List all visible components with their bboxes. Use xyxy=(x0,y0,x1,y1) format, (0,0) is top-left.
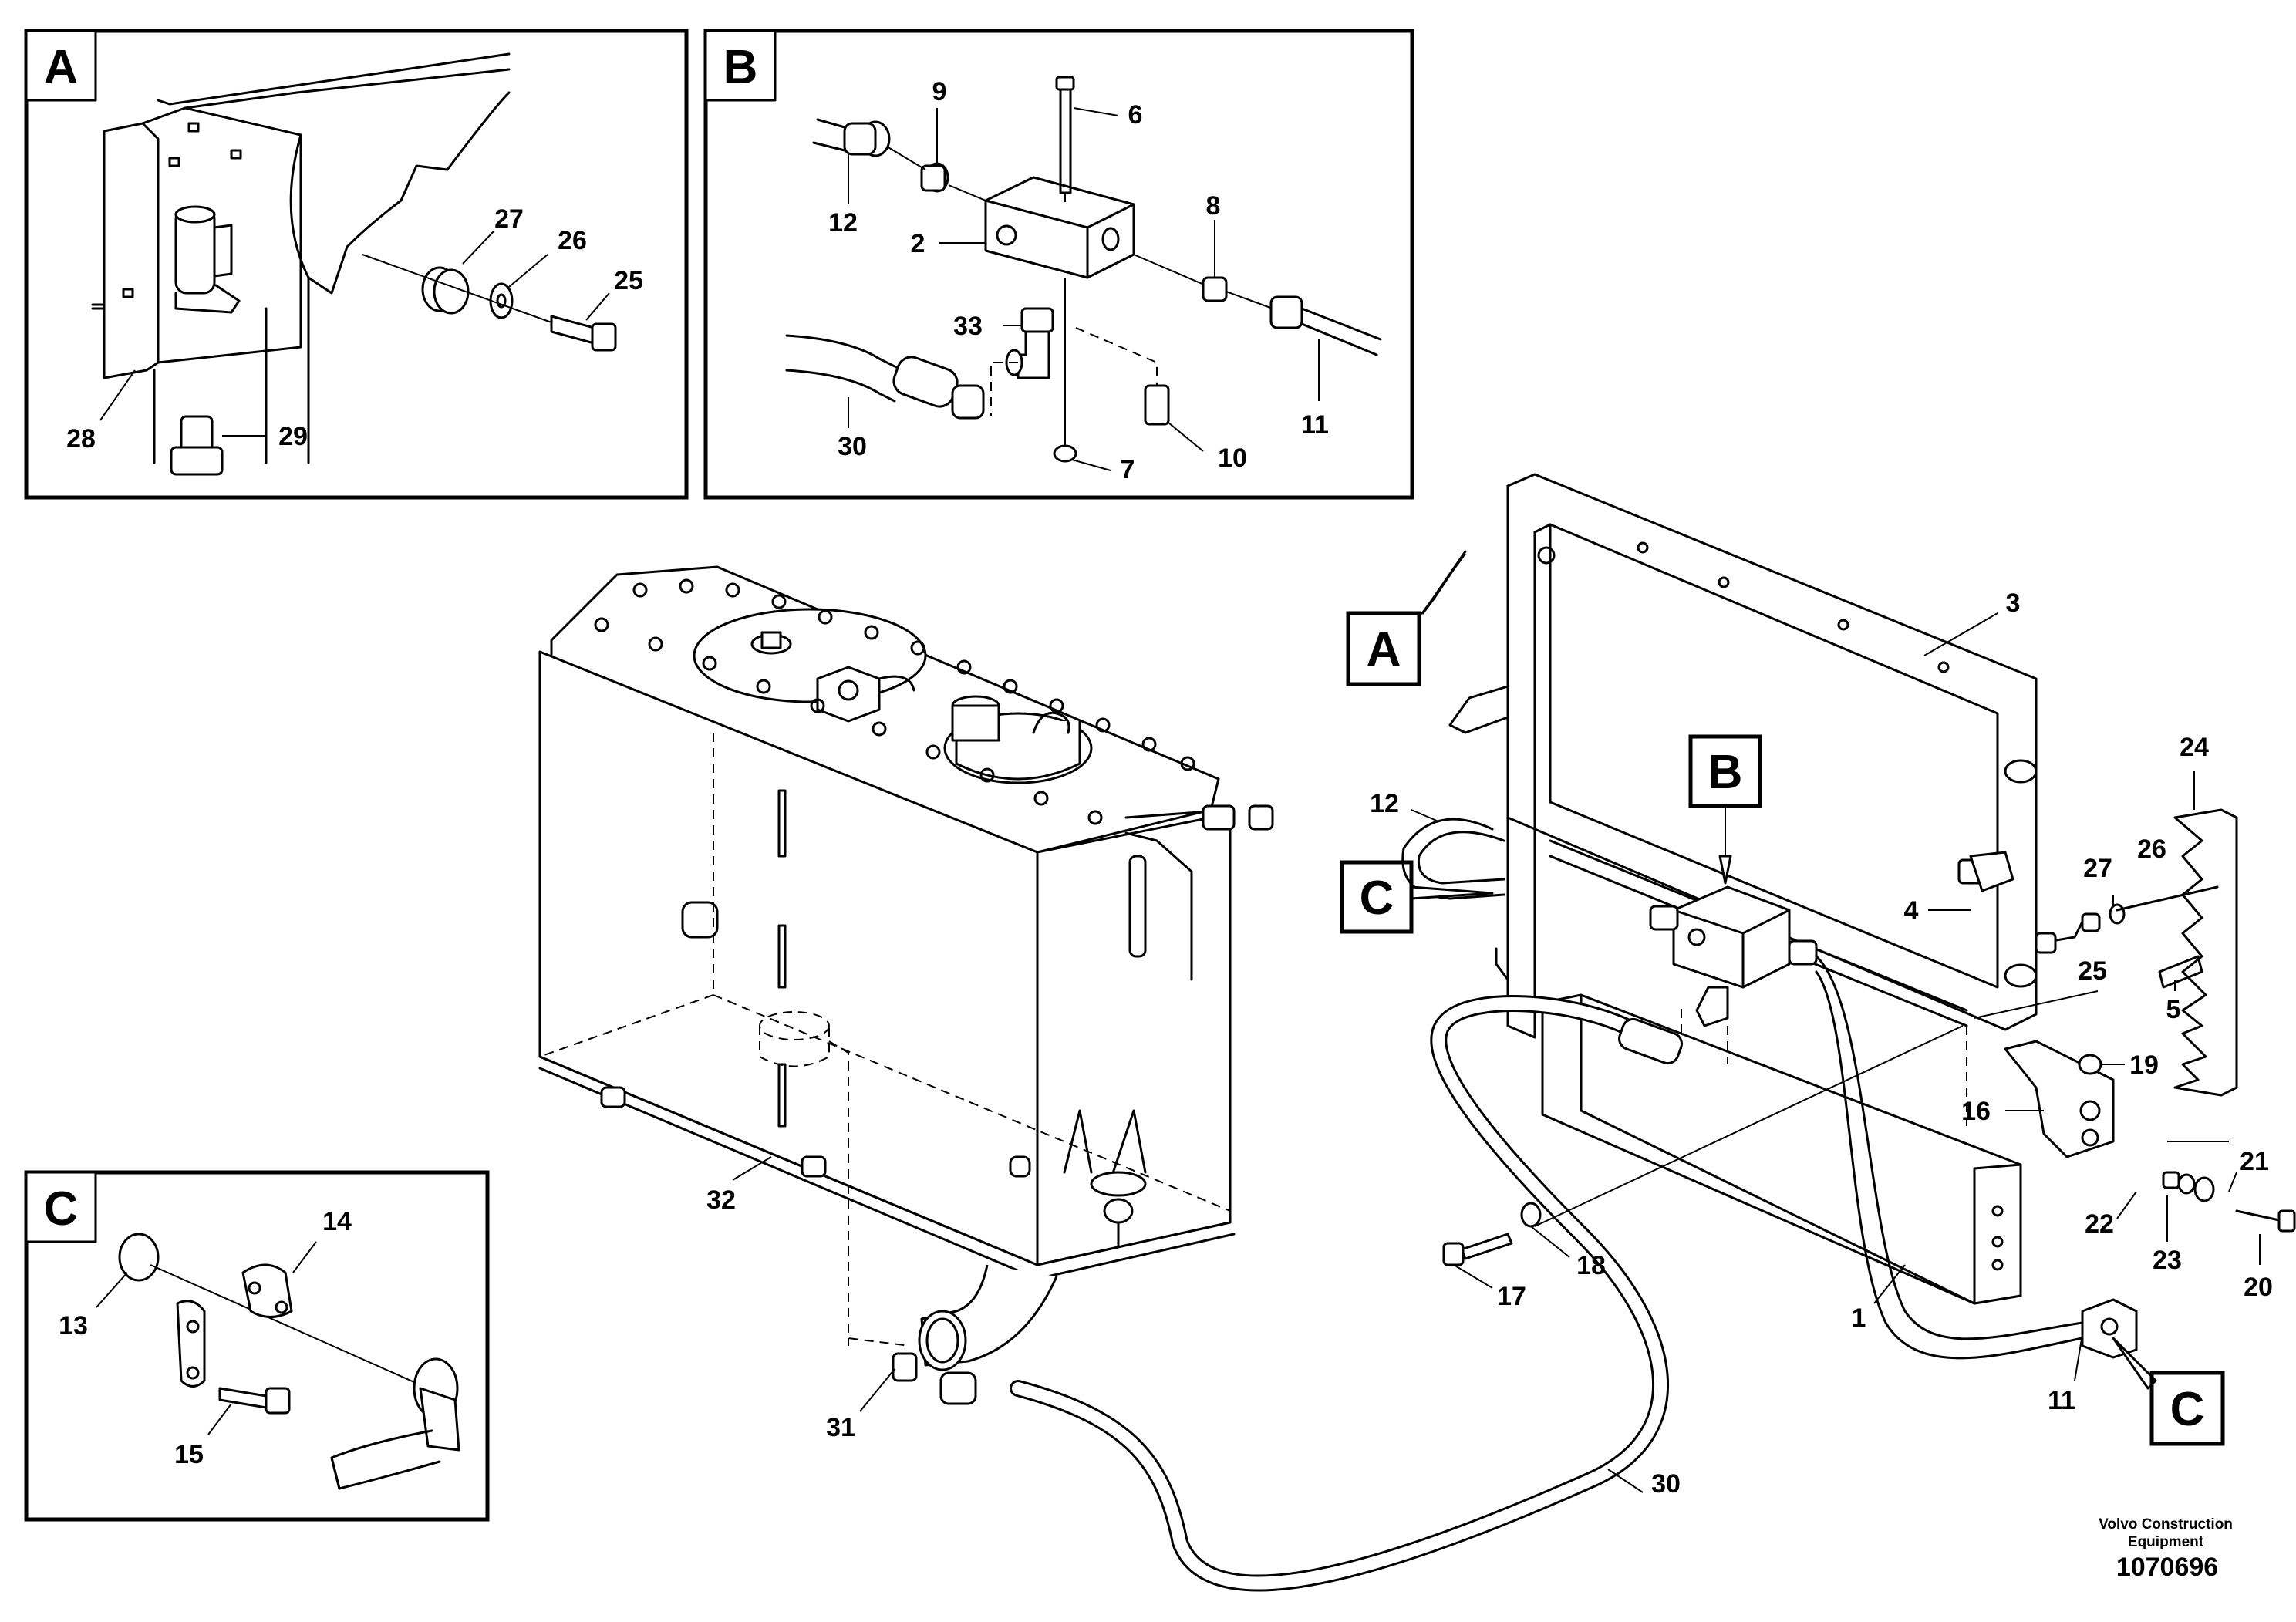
footer: Volvo Construction Equipment 1070696 xyxy=(2099,1516,2233,1582)
top-plate-bolts xyxy=(594,578,1195,825)
panel-c-letter: C xyxy=(44,1182,79,1236)
callout-b: B xyxy=(1708,746,1743,799)
label-7: 7 xyxy=(1121,455,1135,484)
label-26: 26 xyxy=(558,226,587,255)
label-20: 20 xyxy=(2244,1273,2273,1302)
label-28: 28 xyxy=(66,424,96,454)
callout-a: A xyxy=(1367,623,1401,676)
label-27-main: 27 xyxy=(2083,854,2112,883)
callout-c-right: C xyxy=(2170,1383,2205,1436)
label-12: 12 xyxy=(828,208,858,238)
label-4: 4 xyxy=(1904,896,1919,926)
label-6: 6 xyxy=(1128,100,1143,130)
detail-panel-b: B xyxy=(703,29,1414,500)
label-9: 9 xyxy=(932,77,947,106)
label-30-main: 30 xyxy=(1651,1469,1681,1499)
label-5: 5 xyxy=(2166,995,2181,1024)
label-29: 29 xyxy=(278,422,308,451)
label-24: 24 xyxy=(2180,733,2209,762)
cooler-frame xyxy=(848,473,2296,1592)
label-19: 19 xyxy=(2129,1050,2159,1080)
label-33: 33 xyxy=(953,312,983,341)
label-10: 10 xyxy=(1218,443,1247,473)
detail-panel-c: C 14 13 15 xyxy=(24,1170,490,1522)
callout-c-left: C xyxy=(1360,872,1394,925)
label-21: 21 xyxy=(2240,1147,2269,1176)
label-31: 31 xyxy=(826,1413,855,1442)
label-25: 25 xyxy=(614,266,643,295)
label-22: 22 xyxy=(2085,1209,2114,1239)
panel-b-letter: B xyxy=(723,41,758,94)
label-26-main: 26 xyxy=(2137,835,2166,864)
label-3: 3 xyxy=(2006,588,2021,618)
label-8: 8 xyxy=(1206,191,1221,221)
label-1: 1 xyxy=(1852,1303,1866,1333)
panel-a-letter: A xyxy=(44,41,79,94)
company-name-line2: Equipment xyxy=(2128,1534,2204,1550)
label-11-main: 11 xyxy=(2048,1386,2075,1415)
label-30: 30 xyxy=(838,432,867,461)
main-callouts: A B C C 3 24 12 4 27 26 25 5 19 16 21 xyxy=(826,550,2273,1499)
label-12-main: 12 xyxy=(1370,789,1399,818)
label-16: 16 xyxy=(1961,1097,1991,1126)
label-14: 14 xyxy=(322,1207,352,1236)
detail-panel-a: A 27 26 xyxy=(24,29,689,500)
label-2: 2 xyxy=(911,229,925,258)
label-15: 15 xyxy=(174,1440,204,1469)
label-17: 17 xyxy=(1497,1282,1526,1311)
label-25-main: 25 xyxy=(2078,956,2107,986)
hydraulic-tank: 32 xyxy=(538,565,1274,1371)
label-32: 32 xyxy=(706,1185,736,1215)
document-number: 1070696 xyxy=(2116,1553,2218,1582)
label-13: 13 xyxy=(59,1311,88,1340)
label-23: 23 xyxy=(2153,1246,2182,1275)
label-11: 11 xyxy=(1301,410,1329,440)
label-18: 18 xyxy=(1576,1251,1606,1280)
company-name-line1: Volvo Construction xyxy=(2099,1516,2233,1533)
label-27: 27 xyxy=(494,204,524,234)
